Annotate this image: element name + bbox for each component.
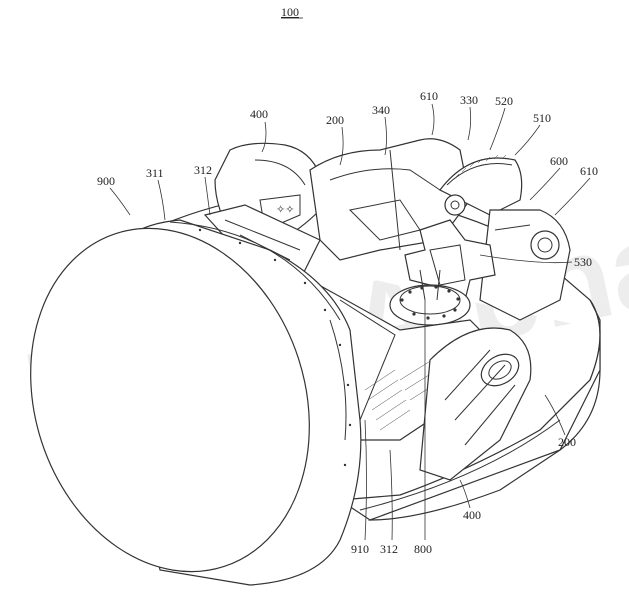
label-610-upper: 610 [420, 89, 438, 103]
right-support-600 [479, 209, 571, 321]
reference-labels: 400 200 340 610 330 520 510 600 610 900 … [97, 89, 598, 556]
label-520: 520 [495, 94, 513, 108]
yoke-arm-400-lower [419, 327, 532, 481]
label-311: 311 [146, 166, 164, 180]
drum-900 [30, 219, 362, 586]
gear-segment-510-520 [439, 154, 523, 216]
label-900: 900 [97, 174, 115, 188]
label-330: 330 [460, 93, 478, 107]
label-312-lower: 312 [380, 542, 398, 556]
label-610-right: 610 [580, 164, 598, 178]
label-400-lower: 400 [463, 508, 481, 522]
label-910: 910 [351, 542, 369, 556]
label-800: 800 [414, 542, 432, 556]
label-200-upper: 200 [326, 113, 344, 127]
svg-text:✧✧: ✧✧ [276, 204, 294, 216]
leader-lines [109, 103, 591, 541]
label-510: 510 [533, 111, 551, 125]
label-312-upper: 312 [194, 163, 212, 177]
rotary-table-800 [389, 269, 471, 326]
label-600: 600 [550, 154, 568, 168]
label-400-upper: 400 [250, 107, 268, 121]
label-530: 530 [574, 255, 592, 269]
figure-number: 100 [281, 5, 299, 19]
label-200-right: 200 [558, 435, 576, 449]
label-340: 340 [372, 103, 390, 117]
